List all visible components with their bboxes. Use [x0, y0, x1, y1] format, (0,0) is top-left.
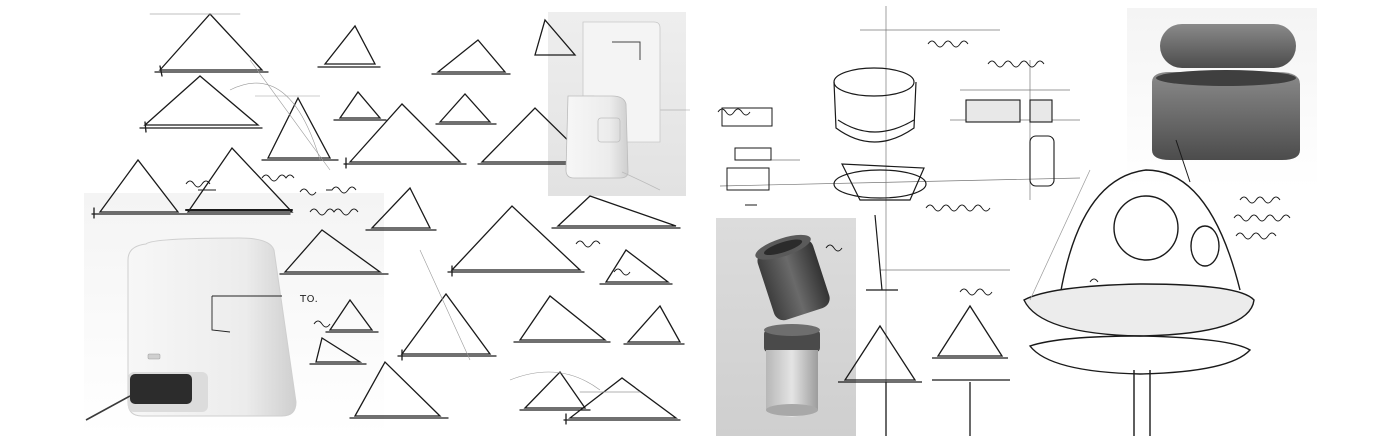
pot-sketch	[833, 67, 927, 291]
white-speaker-render	[85, 237, 297, 421]
triangle-stand-sketches-right	[838, 304, 1010, 436]
tablet-stand-render	[565, 21, 661, 191]
dome-lamp-sketch	[1023, 169, 1255, 436]
annotation-to: TO.	[300, 294, 319, 305]
canister-render	[755, 234, 830, 417]
capsule-box-render	[1152, 24, 1300, 183]
triangle-stand-sketches	[91, 13, 685, 425]
small-box-sketches	[721, 107, 773, 206]
box-profile-sketches	[965, 99, 1055, 187]
handwritten-notes	[185, 40, 1291, 328]
